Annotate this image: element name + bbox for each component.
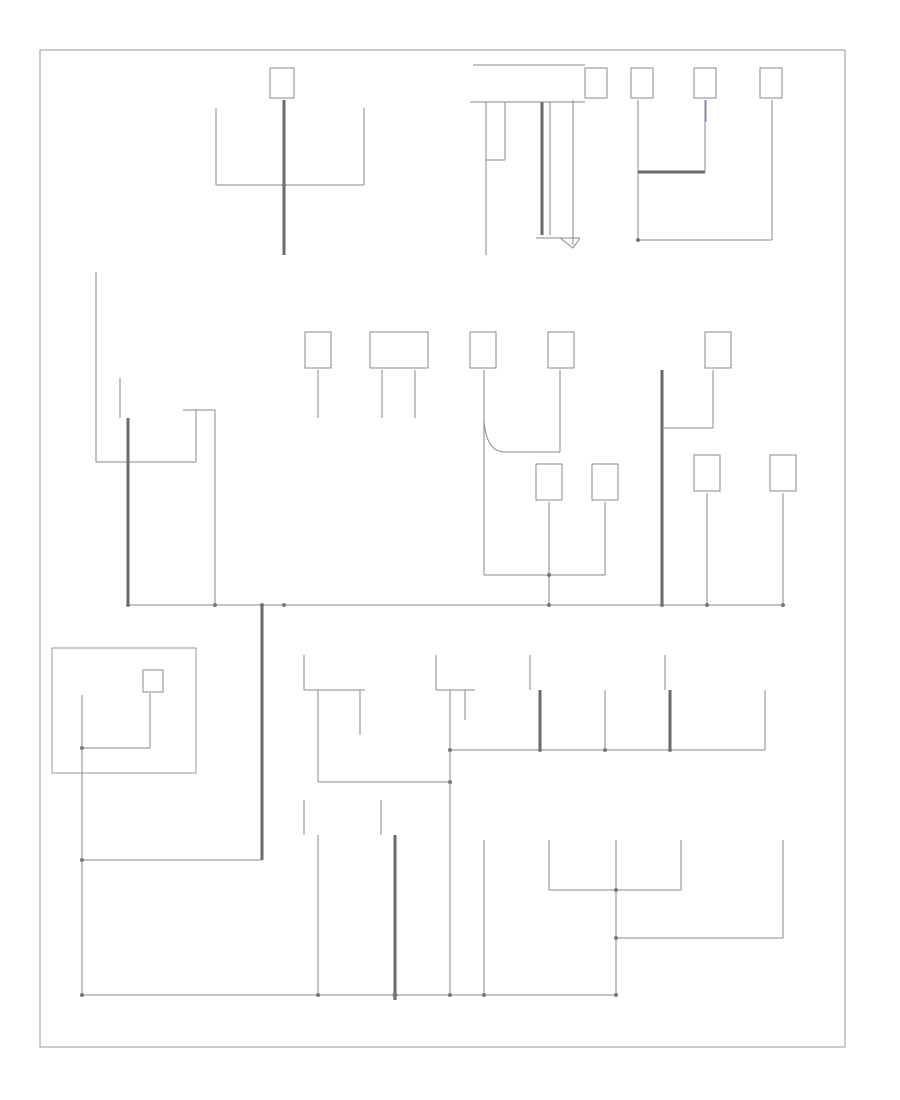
component-box — [269, 67, 295, 99]
component-box — [693, 67, 717, 99]
component-box — [591, 463, 619, 501]
component-box — [704, 331, 732, 369]
component-box — [469, 331, 497, 369]
top-left-cluster — [215, 67, 365, 255]
bottom-row — [303, 800, 784, 1000]
component-box — [630, 67, 654, 99]
component-box — [769, 454, 797, 492]
diagram-frame — [39, 49, 846, 1048]
top-right-cluster — [470, 64, 783, 255]
component-box — [759, 67, 783, 99]
component-box — [535, 463, 563, 501]
component-box — [304, 331, 332, 369]
component-box — [547, 331, 575, 369]
lower-left-cluster — [51, 647, 262, 995]
left-mid-cluster — [95, 272, 216, 605]
component-box — [369, 331, 429, 369]
component-box — [693, 454, 721, 492]
ground-bus-bottom — [80, 992, 618, 998]
middle-cluster — [304, 331, 797, 605]
component-box — [142, 669, 164, 693]
ground-bus-main — [126, 603, 785, 860]
lower-mid-row — [303, 655, 766, 995]
component-box — [584, 67, 608, 99]
dashed-component-box — [51, 647, 197, 774]
